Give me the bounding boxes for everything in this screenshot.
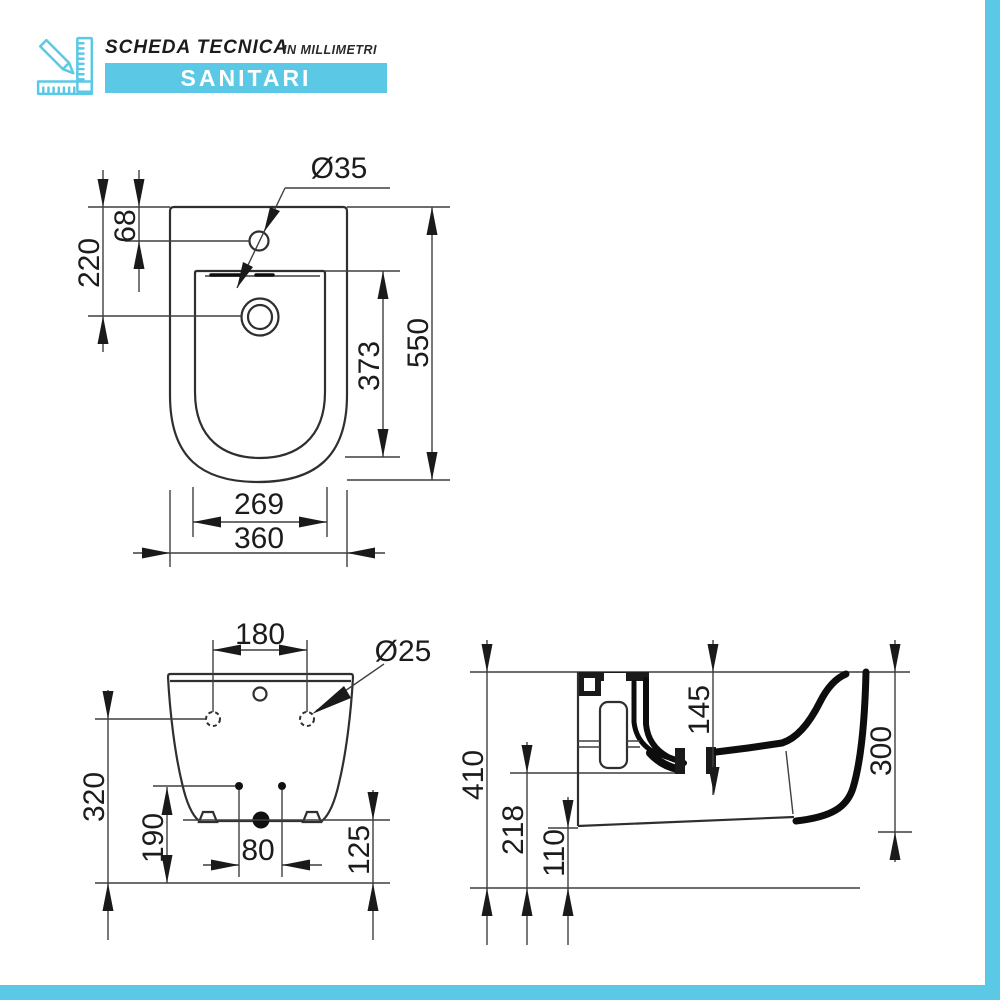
dim-height-total: 320 bbox=[78, 690, 114, 940]
dim-tap-offset: 68 bbox=[109, 170, 145, 292]
dim-label-360: 360 bbox=[234, 522, 284, 555]
basin-floor bbox=[712, 739, 786, 756]
dim-height-jets: 190 bbox=[137, 787, 173, 883]
dim-tap-hole-diameter: Ø35 bbox=[236, 152, 390, 289]
dim-label-o35: Ø35 bbox=[311, 152, 368, 185]
front-view: 180 Ø25 320 190 bbox=[78, 618, 431, 940]
jet-hole-left bbox=[235, 782, 243, 790]
page-title: SCHEDA TECNICA bbox=[105, 37, 289, 58]
dim-jet-spacing: 80 bbox=[203, 834, 322, 871]
dim-label-320: 320 bbox=[78, 772, 111, 822]
dim-basin-depth: 373 bbox=[353, 271, 389, 457]
ruler-pencil-icon bbox=[36, 36, 94, 96]
bottom-edge-bar bbox=[0, 985, 1000, 1000]
bidet-outer-outline bbox=[168, 205, 349, 484]
right-edge-bar bbox=[985, 0, 1000, 1000]
basin-outline bbox=[193, 269, 327, 460]
fixing-hole-left bbox=[205, 711, 221, 727]
dim-depth-total: 410 bbox=[457, 640, 493, 945]
top-view-extension-lines bbox=[88, 206, 450, 567]
dim-label-145: 145 bbox=[683, 685, 716, 735]
dim-label-410: 410 bbox=[457, 750, 490, 800]
side-view: 410 218 110 145 bbox=[457, 640, 912, 945]
dim-label-220: 220 bbox=[73, 238, 106, 288]
dim-label-125: 125 bbox=[343, 825, 376, 875]
dim-label-110: 110 bbox=[538, 829, 571, 877]
category-badge: SANITARI bbox=[105, 63, 387, 93]
nose-outer-wall bbox=[792, 668, 870, 825]
dim-overall-width: 360 bbox=[133, 522, 385, 559]
jet-hole-right bbox=[278, 782, 286, 790]
dim-label-o25: Ø25 bbox=[375, 635, 432, 668]
dim-label-68: 68 bbox=[109, 209, 142, 242]
fixing-hole-right bbox=[299, 711, 315, 727]
drain-hole-inner bbox=[246, 303, 274, 331]
dim-fixing-hole-diameter: Ø25 bbox=[312, 635, 431, 714]
dim-label-373: 373 bbox=[353, 341, 386, 391]
dim-hole-spacing: 180 bbox=[213, 618, 307, 656]
front-outline bbox=[166, 672, 355, 823]
dim-label-80: 80 bbox=[241, 834, 274, 867]
nose-inner-wall bbox=[778, 670, 850, 747]
bottom-edge bbox=[577, 815, 795, 828]
dim-drain-offset: 220 bbox=[73, 170, 109, 352]
side-view-extension-lines bbox=[470, 671, 912, 889]
dim-depth-drain: 218 bbox=[497, 742, 533, 945]
dim-label-269: 269 bbox=[234, 488, 284, 521]
dim-basin-width: 269 bbox=[193, 488, 327, 528]
tap-hole-front bbox=[252, 686, 268, 702]
dim-depth-front: 110 bbox=[538, 797, 574, 945]
drain-hole-outer bbox=[240, 297, 280, 337]
page-subtitle: IN MILLIMETRI bbox=[283, 43, 377, 57]
top-view: 220 68 Ø35 550 bbox=[73, 152, 450, 567]
side-section-shape bbox=[576, 668, 870, 828]
header: SCHEDA TECNICA IN MILLIMETRI SANITARI bbox=[0, 0, 985, 110]
dim-rim-depth: 145 bbox=[683, 640, 720, 795]
drain-pipe bbox=[598, 700, 629, 770]
dim-height-back: 300 bbox=[865, 640, 901, 862]
dim-height-drain: 125 bbox=[343, 790, 379, 940]
front-view-extension-lines bbox=[95, 640, 390, 884]
dim-label-180: 180 bbox=[235, 618, 285, 651]
dim-label-550: 550 bbox=[402, 318, 435, 368]
dim-label-190: 190 bbox=[137, 813, 170, 863]
dim-overall-depth: 550 bbox=[402, 207, 438, 480]
dim-label-300: 300 bbox=[865, 726, 898, 776]
dim-label-218: 218 bbox=[497, 805, 530, 855]
